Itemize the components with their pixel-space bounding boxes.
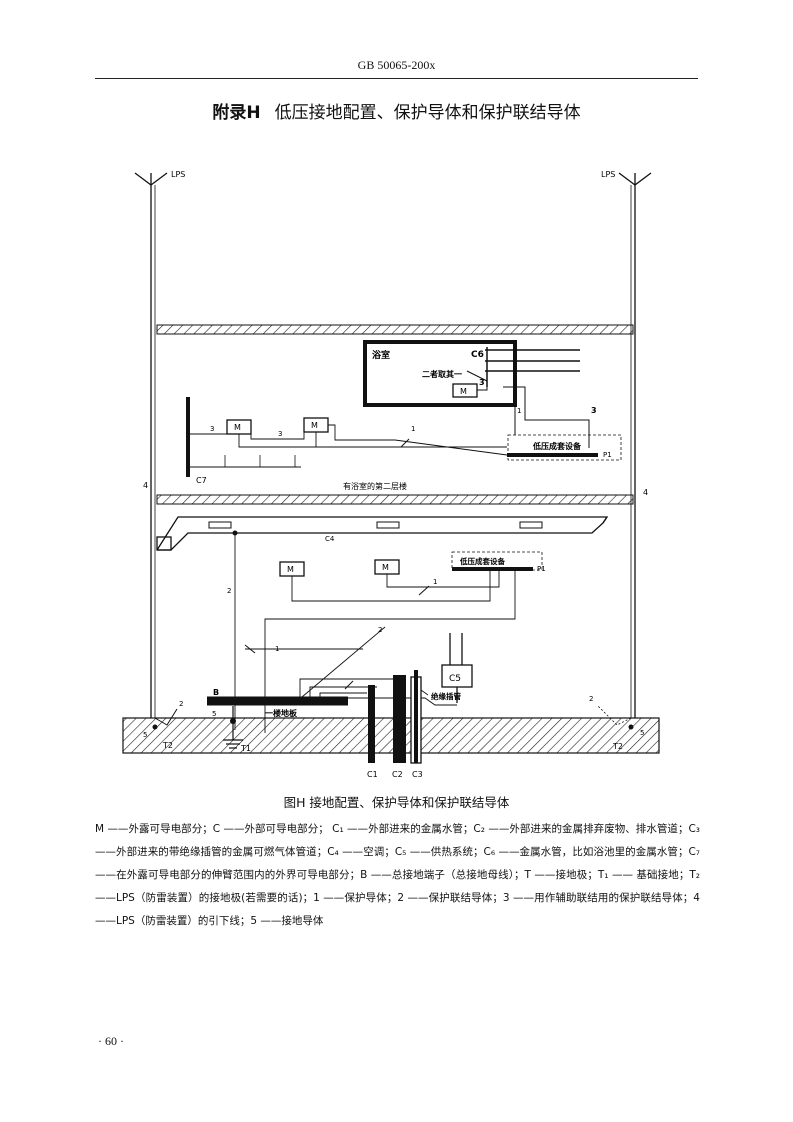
floor-slab-middle (156, 494, 634, 505)
label-1-lower: 1 (433, 578, 437, 586)
label-3-b: 3 (278, 430, 282, 438)
label-t2-right: T2 (612, 742, 623, 751)
label-c1: C1 (367, 770, 378, 779)
label-m3: M (287, 565, 294, 574)
label-b: B (213, 688, 219, 697)
label-c5: C5 (449, 674, 461, 684)
pipe-c1 (368, 685, 375, 763)
label-c6: C6 (471, 350, 484, 360)
label-lps-left: LPS (171, 170, 185, 179)
c5-heating (441, 633, 473, 703)
header-rule (95, 78, 698, 79)
label-2-left: 2 (179, 700, 183, 708)
figure-caption: 图H 接地配置、保护导体和保护联结导体 (283, 795, 510, 810)
label-3-a: 3 (210, 425, 214, 433)
label-2-mid: 2 (227, 587, 231, 595)
c4-air-duct (156, 516, 609, 551)
label-ground-floor: 一楼地板 (265, 708, 298, 718)
upper-protective-wiring (188, 424, 508, 468)
label-m4: M (382, 563, 389, 572)
lps-antenna-left (134, 172, 168, 718)
label-lv-lower: 低压成套设备 (459, 556, 505, 566)
label-m-bath: M (460, 387, 467, 396)
label-second-floor: 有浴室的第二层楼 (343, 481, 407, 491)
label-c7: C7 (196, 476, 207, 485)
label-1-upper: 1 (411, 425, 415, 433)
label-1-left: 1 (275, 645, 279, 653)
label-5-b: 5 (212, 710, 216, 718)
label-m1: M (234, 423, 241, 432)
label-insulating-pipe: 绝缘插管 (431, 691, 461, 701)
appendix-heading: 低压接地配置、保护导体和保护联结导体 (274, 103, 581, 123)
c6-water-pipes (485, 347, 580, 387)
label-c4: C4 (325, 535, 335, 543)
standard-code: GB 50065-200x (357, 58, 436, 72)
label-2-right: 2 (589, 695, 593, 703)
label-t2-left: T2 (162, 741, 173, 750)
label-lps-right: LPS (601, 170, 615, 179)
label-1-bath: 1 (517, 407, 521, 415)
figure-legend: M ——外露可导电部分；C ——外部可导电部分； C₁ ——外部进来的金属水管；… (95, 823, 700, 927)
label-2-diag: 2 (378, 626, 382, 634)
c4-grille-1 (208, 521, 232, 529)
t1-earth-symbol (223, 739, 243, 749)
c4-grille-3 (519, 521, 543, 529)
label-either-one: 二者取其一 (422, 369, 462, 379)
label-p1-lower: P1 (537, 565, 546, 573)
lps-antenna-right (618, 172, 652, 718)
label-bathroom: 浴室 (372, 349, 390, 361)
label-m2: M (311, 421, 318, 430)
label-3-right: 3 (591, 406, 597, 415)
pipe-c3 (414, 670, 418, 763)
ground-slab (122, 717, 660, 754)
label-t1: T1 (240, 744, 251, 753)
grounding-diagram: LPS LPS 4 4 浴室 C6 二者取其一 3 M 1 3 低压成套设备 P… (122, 170, 660, 779)
page-number: · 60 · (98, 1034, 124, 1048)
floor-slab-upper (156, 324, 634, 335)
lv-switchgear-upper (507, 434, 622, 461)
label-5-right: 5 (640, 729, 644, 737)
label-c3: C3 (412, 770, 423, 779)
appendix-title: 附录H 低压接地配置、保护导体和保护联结导体 (0, 98, 793, 123)
label-c2: C2 (392, 770, 403, 779)
c4-grille-2 (376, 521, 400, 529)
label-5-left: 5 (143, 731, 147, 739)
label-4-right: 4 (643, 488, 648, 497)
label-lv-upper: 低压成套设备 (532, 441, 582, 451)
appendix-label: 附录H (212, 103, 261, 123)
label-3-bath: 3 (479, 378, 485, 387)
label-p1-upper: P1 (603, 451, 612, 459)
pipe-c2 (393, 675, 406, 763)
label-4-left: 4 (143, 481, 148, 490)
